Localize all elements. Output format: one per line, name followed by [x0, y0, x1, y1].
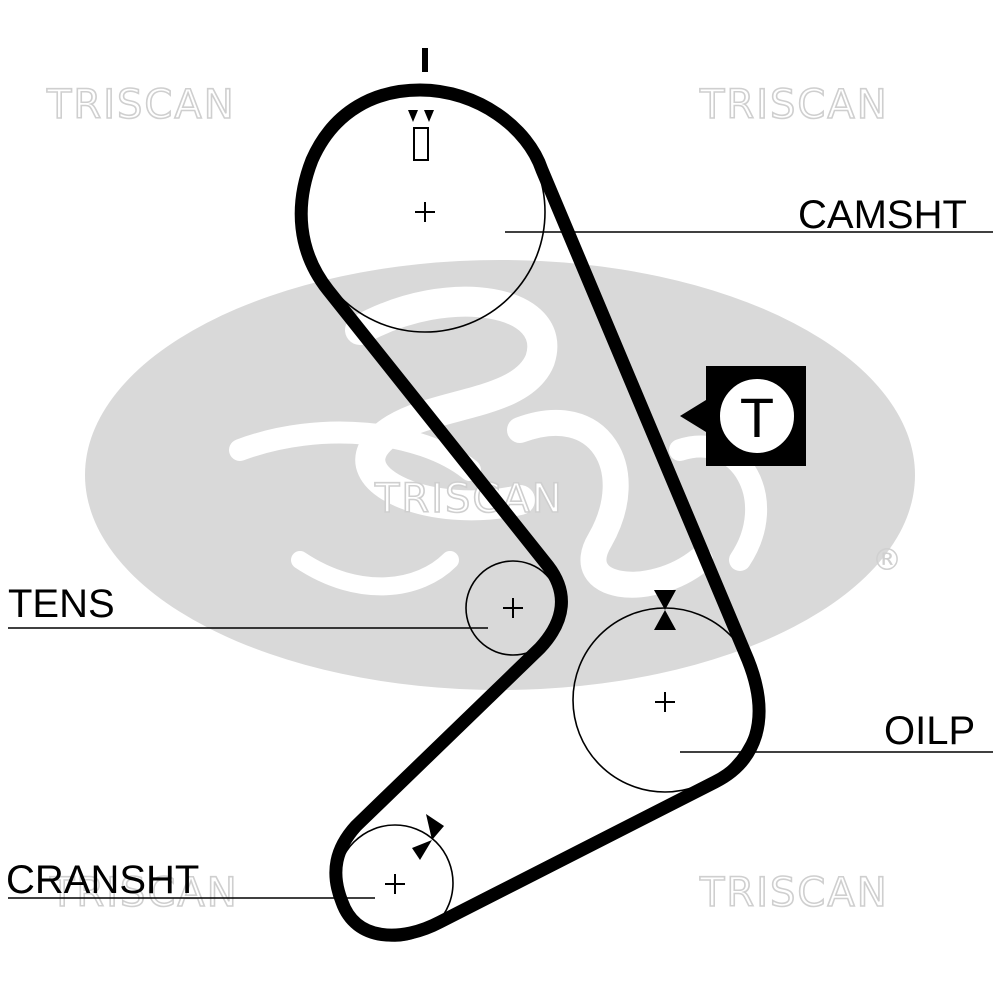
rotation-direction-icon: T [680, 366, 806, 466]
watermark-triscan: TRISCAN [699, 870, 889, 916]
oil-pump-label: OILP [884, 709, 975, 753]
registered-mark: ® [872, 543, 902, 578]
cross-center-icon [655, 692, 675, 712]
timing-mark-icon [412, 814, 444, 860]
cross-center-icon [385, 874, 405, 894]
watermark-triscan: TRISCAN [49, 870, 239, 916]
crankshaft-label: CRANSHT [6, 858, 199, 902]
watermark-triscan: TRISCAN [374, 476, 564, 522]
cross-center-icon [415, 202, 435, 222]
watermark-triscan: TRISCAN [699, 82, 889, 128]
gates-logo-watermark: ® [85, 260, 915, 690]
timing-mark-icon [654, 590, 676, 630]
timing-belt [294, 83, 766, 942]
timing-mark-icon [408, 48, 434, 161]
watermark-triscan: TRISCAN [46, 82, 236, 128]
tensioner-label: TENS [8, 582, 115, 626]
cross-center-icon [503, 598, 523, 618]
rotation-marker-letter: T [740, 386, 774, 449]
camshaft-label: CAMSHT [798, 193, 967, 237]
